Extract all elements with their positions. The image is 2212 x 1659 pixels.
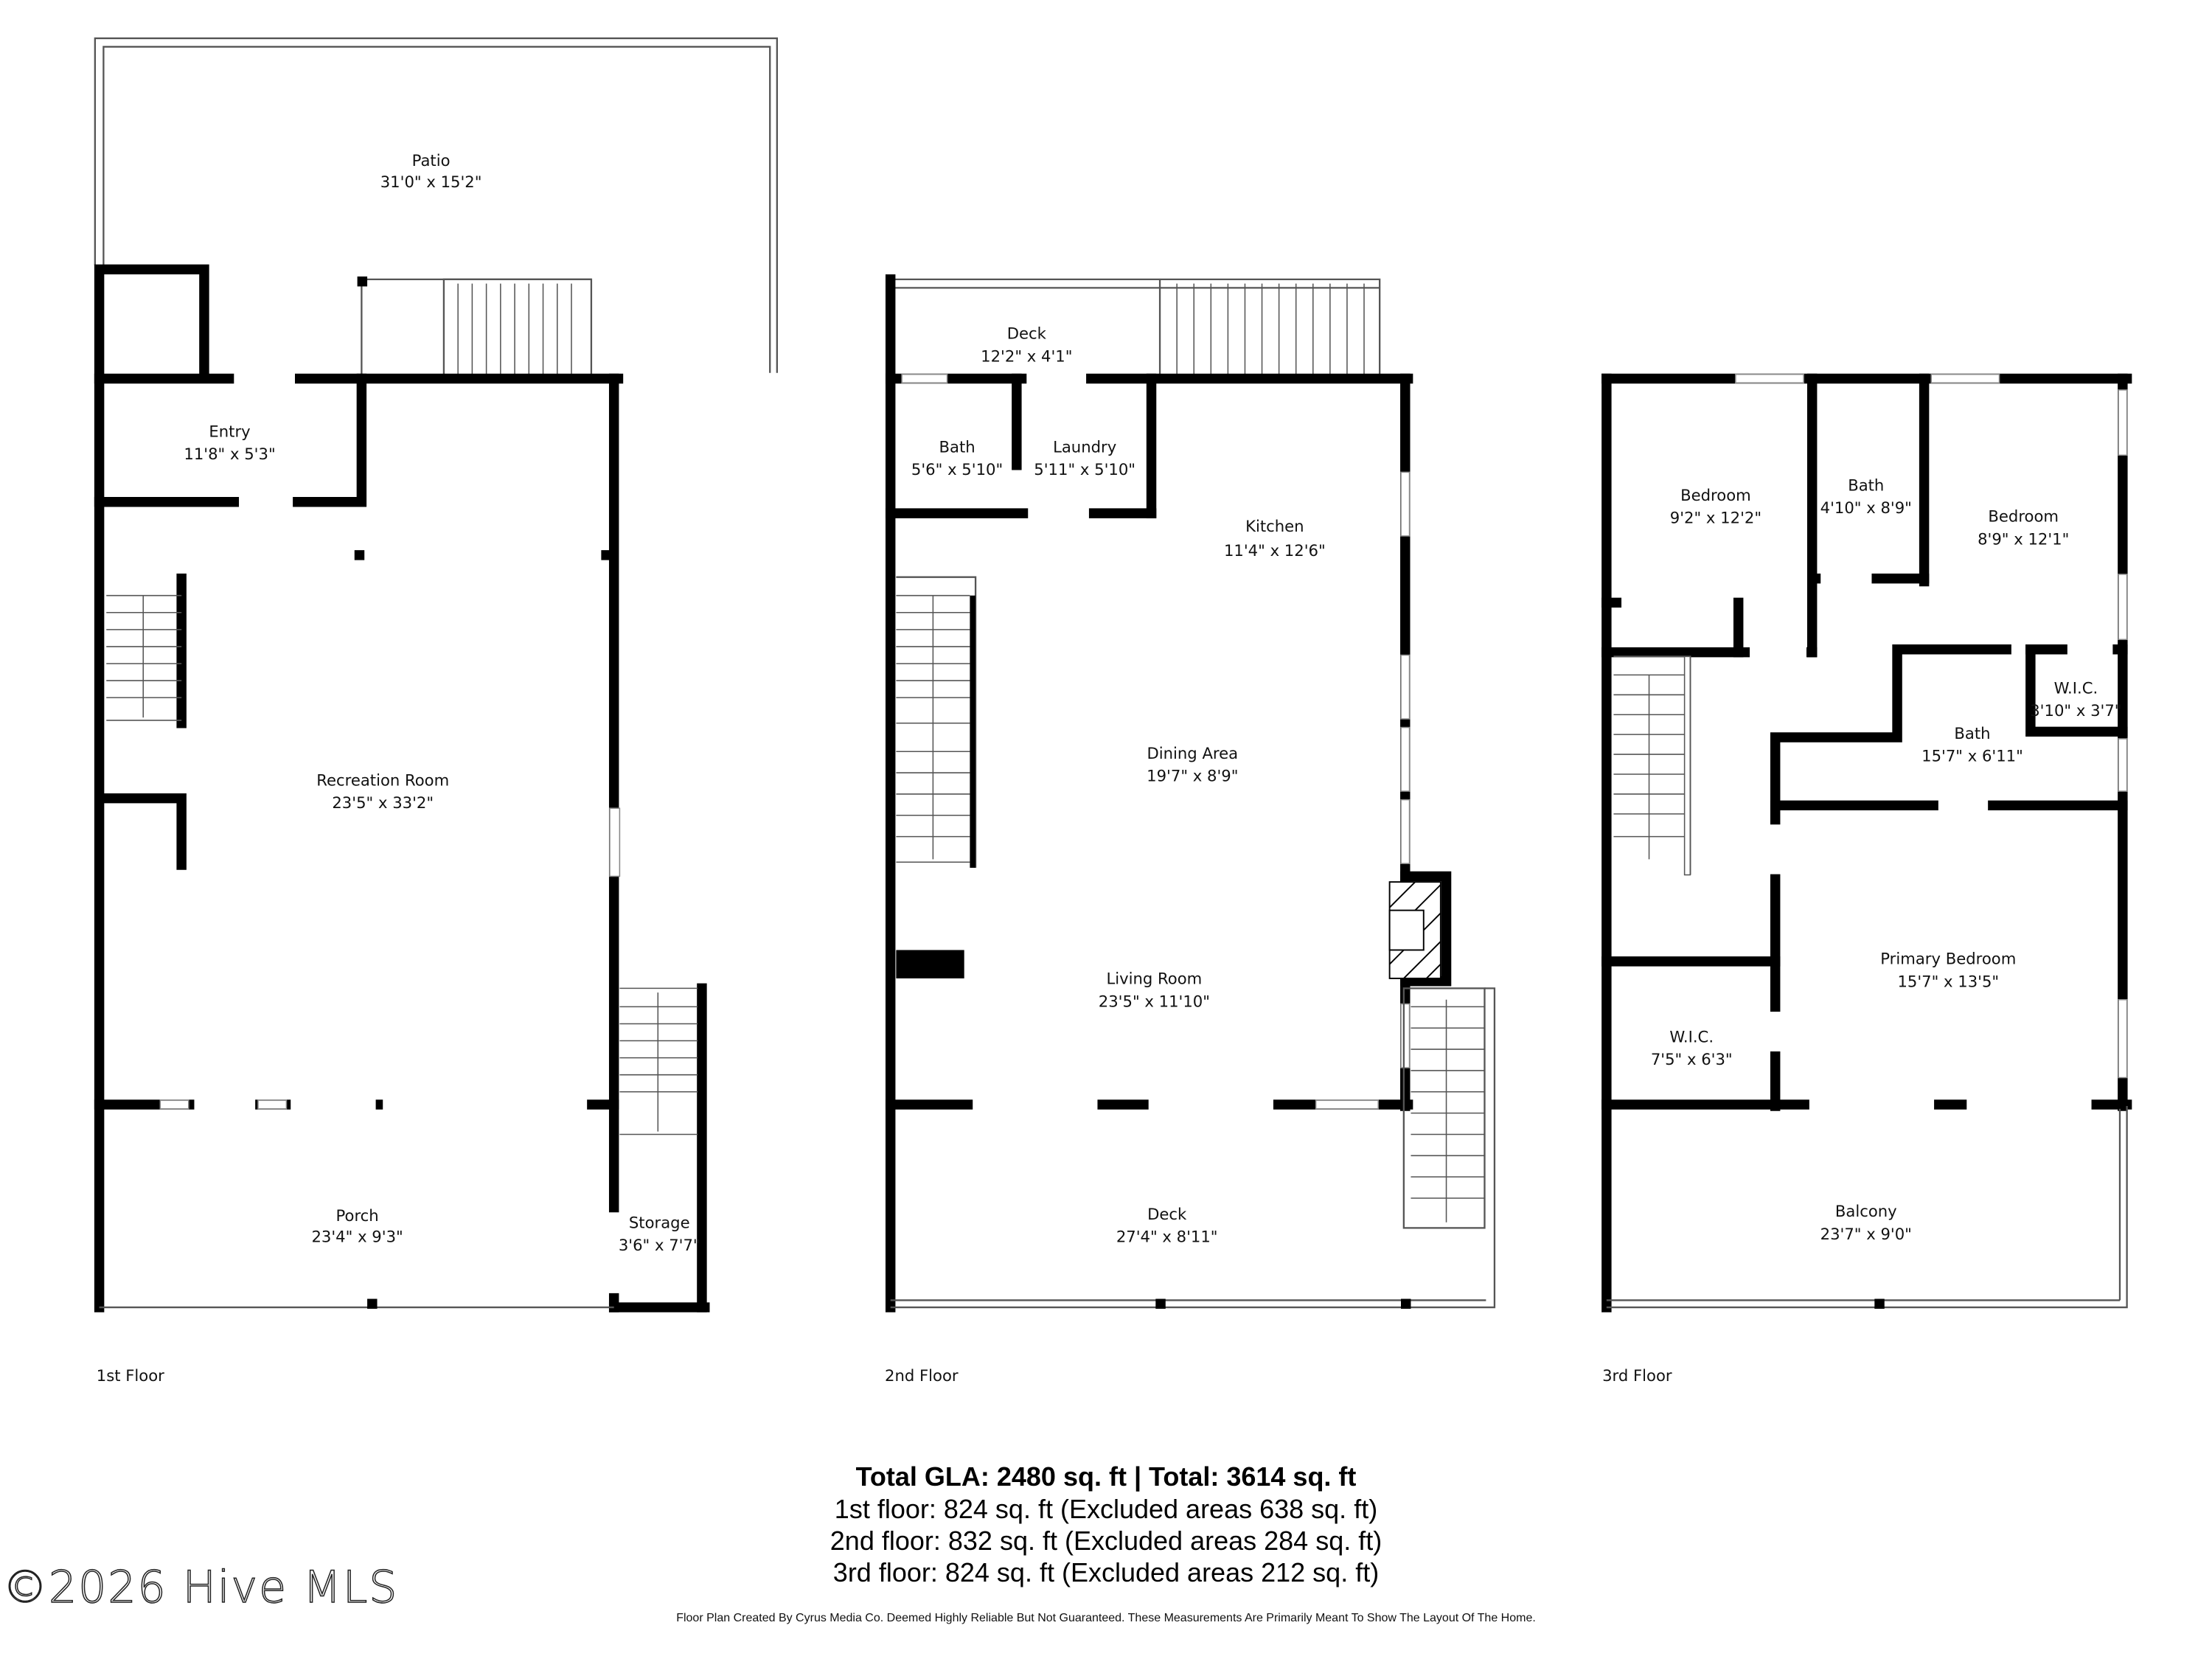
room-name: W.I.C. bbox=[2054, 678, 2098, 697]
floor-label: 2nd Floor bbox=[885, 1366, 959, 1385]
room-size: 5'11" x 5'10" bbox=[1034, 460, 1135, 479]
floor-area-line: 2nd floor: 832 sq. ft (Excluded areas 28… bbox=[830, 1526, 1382, 1556]
room-name: Recreation Room bbox=[316, 771, 449, 789]
room-name: Deck bbox=[1147, 1205, 1187, 1223]
total-area: Total GLA: 2480 sq. ft | Total: 3614 sq.… bbox=[855, 1461, 1357, 1492]
first-floor-plan: Patio 31'0" x 15'2" Entry 11'8" x 5'3" R… bbox=[94, 37, 778, 1385]
room-name: Laundry bbox=[1053, 437, 1116, 456]
floor-label: 3rd Floor bbox=[1602, 1366, 1672, 1385]
room-name: Kitchen bbox=[1245, 517, 1304, 535]
room-name: Entry bbox=[209, 422, 250, 440]
exterior-stairs-1 bbox=[619, 987, 698, 1135]
room-name: Porch bbox=[336, 1206, 379, 1225]
room-name: Bedroom bbox=[1988, 507, 2059, 526]
room-size: 8'9" x 12'1" bbox=[1978, 529, 2069, 548]
watermark: ©2026 Hive MLS bbox=[2, 1561, 399, 1614]
room-size: 7'5" x 6'3" bbox=[1651, 1050, 1733, 1068]
second-floor-plan: Deck 12'2" x 4'1" Bath 5'6" x 5'10" Laun… bbox=[885, 274, 1496, 1385]
deck-stairs bbox=[1176, 283, 1365, 376]
disclaimer: Floor Plan Created By Cyrus Media Co. De… bbox=[676, 1612, 1536, 1624]
third-floor-plan: Bedroom 9'2" x 12'2" Bath 4'10" x 8'9" B… bbox=[1601, 373, 2132, 1385]
room-name: Deck bbox=[1007, 324, 1047, 343]
room-size: 23'4" x 9'3" bbox=[311, 1228, 403, 1246]
room-size: 9'2" x 12'2" bbox=[1670, 509, 1761, 527]
room-size: 31'0" x 15'2" bbox=[380, 173, 482, 191]
room-size: 23'7" x 9'0" bbox=[1820, 1225, 1912, 1243]
floor-area-line: 1st floor: 824 sq. ft (Excluded areas 63… bbox=[834, 1494, 1378, 1524]
exterior-stairs-2 bbox=[1402, 987, 1486, 1229]
interior-stairs-2 bbox=[896, 576, 977, 868]
room-size: 23'5" x 33'2" bbox=[332, 793, 434, 812]
room-size: 4'10" x 8'9" bbox=[1820, 498, 1912, 517]
room-name: W.I.C. bbox=[1669, 1027, 1714, 1046]
room-size: 23'5" x 11'10" bbox=[1099, 992, 1210, 1010]
room-size: 11'8" x 5'3" bbox=[184, 445, 275, 463]
room-size: 5'6" x 5'10" bbox=[911, 460, 1003, 479]
floor-area-line: 3rd floor: 824 sq. ft (Excluded areas 21… bbox=[832, 1557, 1380, 1587]
patio-stairs bbox=[442, 278, 593, 377]
room-size: 3'6" x 7'7" bbox=[619, 1236, 700, 1254]
room-name: Balcony bbox=[1835, 1202, 1897, 1220]
interior-stairs-3 bbox=[1613, 655, 1691, 876]
room-name: Dining Area bbox=[1147, 744, 1238, 762]
room-name: Patio bbox=[412, 151, 451, 170]
room-name: Bath bbox=[1954, 724, 1990, 742]
room-size: 12'2" x 4'1" bbox=[981, 347, 1072, 365]
interior-stairs-1 bbox=[106, 594, 182, 721]
room-size: 15'7" x 6'11" bbox=[1921, 747, 2023, 765]
room-size: 15'7" x 13'5" bbox=[1897, 972, 1999, 990]
room-name: Living Room bbox=[1106, 970, 1202, 988]
room-size: 11'4" x 12'6" bbox=[1224, 541, 1326, 560]
room-size: 3'10" x 3'7" bbox=[2030, 701, 2121, 720]
room-name: Bath bbox=[939, 437, 975, 456]
room-size: 27'4" x 8'11" bbox=[1116, 1228, 1218, 1246]
room-size: 19'7" x 8'9" bbox=[1147, 767, 1238, 785]
floor-label: 1st Floor bbox=[97, 1366, 164, 1385]
room-name: Primary Bedroom bbox=[1880, 950, 2016, 968]
room-name: Storage bbox=[629, 1213, 690, 1231]
room-name: Bedroom bbox=[1680, 486, 1751, 504]
room-name: Bath bbox=[1848, 476, 1884, 494]
